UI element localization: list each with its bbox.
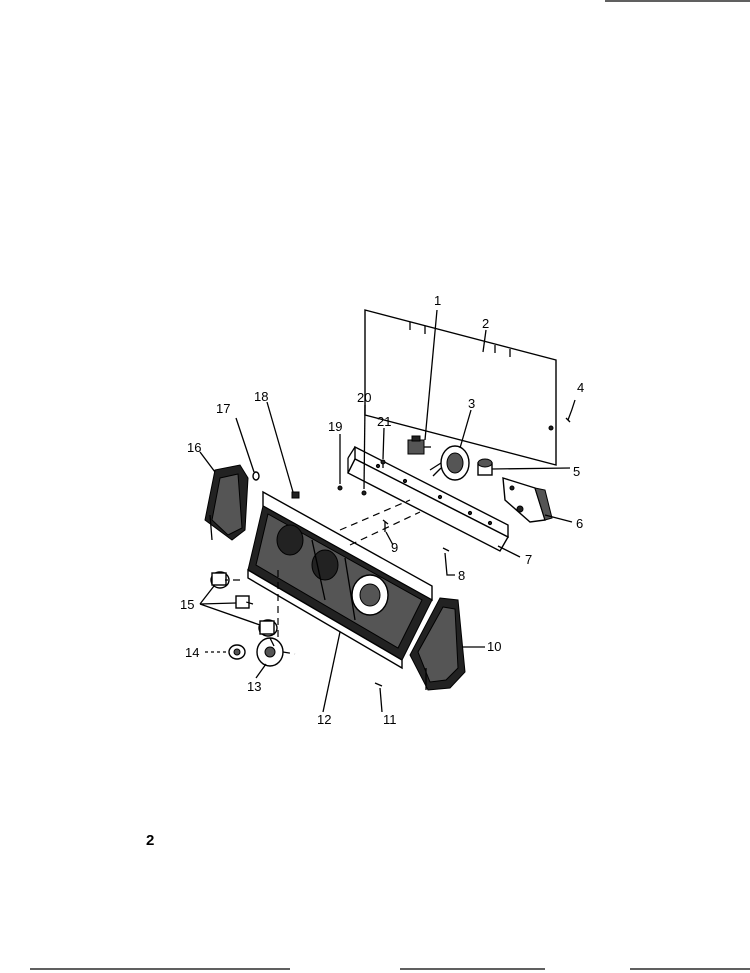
label-13: 13 (247, 679, 261, 694)
label-19: 19 (328, 419, 342, 434)
screw-11 (374, 682, 383, 687)
label-16: 16 (187, 440, 201, 455)
label-12: 12 (317, 712, 331, 727)
screw-9 (382, 519, 389, 532)
label-5: 5 (573, 464, 580, 479)
screw-20 (361, 490, 367, 496)
label-14: 14 (185, 645, 199, 660)
screw-21 (380, 459, 386, 468)
thermostat-control (429, 445, 470, 481)
page-border (30, 0, 750, 970)
label-20: 20 (357, 390, 371, 405)
panel-clip (291, 491, 300, 499)
knob-13 (256, 637, 284, 667)
timer-motor (502, 477, 553, 523)
label-7: 7 (525, 552, 532, 567)
page-number: 2 (146, 832, 154, 849)
label-11: 11 (383, 712, 397, 727)
knob-14 (228, 644, 246, 660)
knobs-15 (210, 571, 278, 637)
label-17: 17 (216, 401, 230, 416)
label-3: 3 (468, 396, 475, 411)
label-8: 8 (458, 568, 465, 583)
label-6: 6 (576, 516, 583, 531)
label-9: 9 (391, 540, 398, 555)
control-panel (247, 490, 433, 670)
label-10: 10 (487, 639, 501, 654)
screw-19 (337, 485, 343, 491)
label-2: 2 (482, 316, 489, 331)
leader-lines (199, 309, 573, 713)
label-1: 1 (434, 293, 441, 308)
assembly-dashed-lines (225, 499, 421, 655)
label-15: 15 (180, 597, 194, 612)
screw-8 (442, 547, 450, 552)
callout-labels: 1 2 3 4 5 6 7 8 9 10 11 12 13 14 15 16 1… (180, 293, 584, 727)
label-18: 18 (254, 389, 268, 404)
right-end-cap (409, 597, 466, 691)
label-21: 21 (377, 414, 391, 429)
label-4: 4 (577, 380, 584, 395)
mounting-bracket (347, 445, 509, 552)
left-end-cap (204, 464, 249, 541)
back-cover-panel (364, 309, 557, 466)
screw-4 (565, 399, 576, 423)
connector (477, 458, 493, 476)
switch (407, 435, 431, 455)
nut-17 (252, 471, 260, 481)
